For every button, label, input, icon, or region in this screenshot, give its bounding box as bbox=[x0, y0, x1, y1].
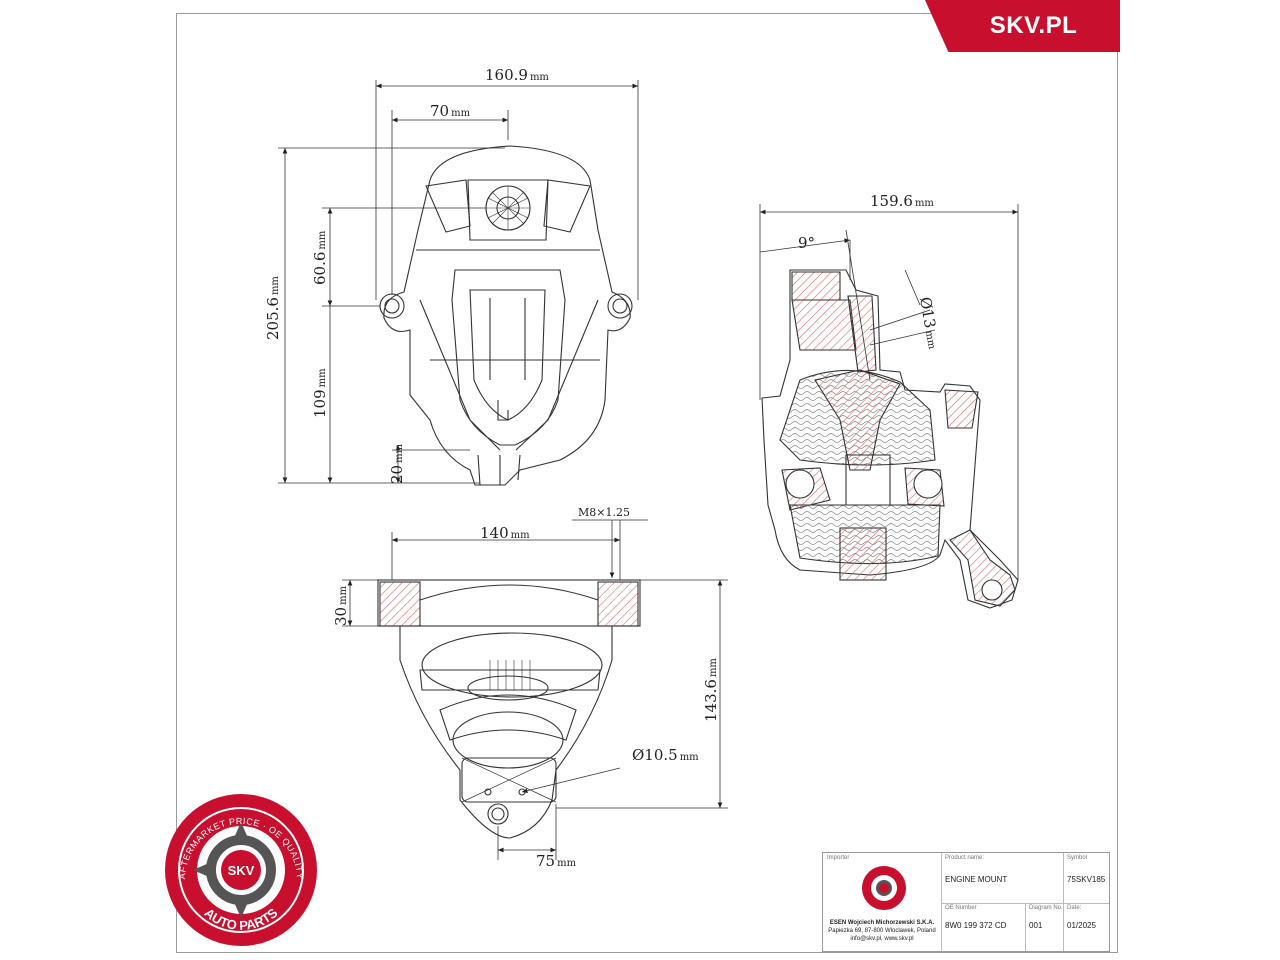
drawing-frame bbox=[176, 13, 1118, 953]
top-view bbox=[379, 145, 633, 486]
badge-center: SKV bbox=[228, 863, 255, 878]
importer-address: ESEN Wojciech Michorzewski S.K.A. Papiez… bbox=[828, 920, 936, 942]
top-view-dimensions bbox=[278, 80, 639, 484]
importer-logo bbox=[862, 866, 906, 910]
brand-tab[interactable]: SKV.PL bbox=[925, 0, 1120, 52]
dim-bottom-height: 143.6mm bbox=[702, 658, 720, 722]
diagram-value: 001 bbox=[1029, 921, 1043, 930]
title-block: Importer ESEN Wojciech Michorzewski S.K.… bbox=[822, 852, 1110, 952]
oe-value: 8W0 199 372 CD bbox=[945, 921, 1007, 930]
dim-height-mid: 109mm bbox=[311, 368, 329, 418]
date-value: 01/2025 bbox=[1067, 921, 1096, 930]
bottom-view-dimensions bbox=[342, 519, 728, 860]
dim-side-angle: 9° bbox=[798, 234, 815, 252]
product-name: ENGINE MOUNT bbox=[945, 875, 1008, 884]
diagram-label: Diagram No. bbox=[1029, 905, 1063, 911]
dim-bottom-flange: 30mm bbox=[332, 585, 350, 626]
brand-name: SKV.PL bbox=[989, 12, 1078, 39]
bottom-view bbox=[377, 579, 641, 839]
symbol-value: 75SKV185 bbox=[1067, 875, 1106, 884]
dim-height-upper: 60.6mm bbox=[311, 230, 329, 285]
side-view bbox=[761, 269, 1019, 609]
symbol-label: Symbol bbox=[1067, 855, 1088, 861]
dim-height-small: 20mm bbox=[388, 443, 406, 484]
importer-label: Importer bbox=[827, 855, 850, 861]
oe-label: OE Number bbox=[945, 905, 977, 911]
skv-badge: SKV AFTERMARKET PRICE · OE QUALITY AUTO … bbox=[165, 794, 317, 946]
product-label: Product name: bbox=[945, 855, 985, 861]
dim-height-total: 205.6mm bbox=[264, 276, 282, 340]
side-view-dimensions bbox=[759, 204, 1019, 580]
dim-side-hole: Ø13mm bbox=[916, 296, 943, 351]
dim-thread: M8×1.25 bbox=[578, 506, 630, 519]
date-label: Date: bbox=[1067, 905, 1082, 911]
